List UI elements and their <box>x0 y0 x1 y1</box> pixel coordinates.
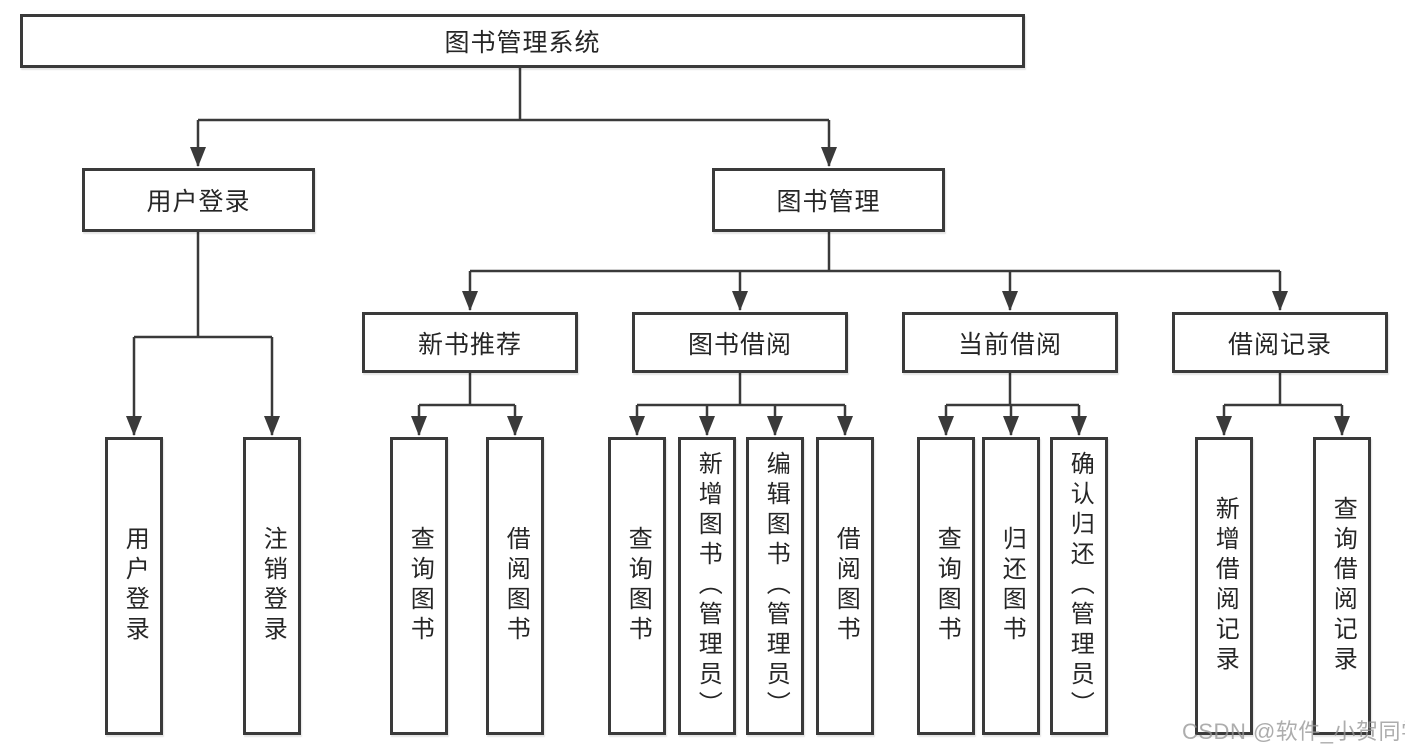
node-new-book-recommend-label: 新书推荐 <box>417 330 522 359</box>
node-user-login-label: 用户登录 <box>146 188 251 216</box>
leaf-add-books-admin: 新增图书（管理员） <box>678 437 736 735</box>
csdn-watermark: CSDN @软件_小贺同学 <box>1182 719 1405 744</box>
node-root-label: 图书管理系统 <box>444 29 601 57</box>
node-borrow-records: 借阅记录 <box>1172 312 1388 373</box>
node-book-borrow-label: 图书借阅 <box>687 330 792 359</box>
leaf-label: 确认归还（管理员） <box>1066 451 1094 721</box>
connector-trunks <box>134 68 1342 407</box>
leaf-query-books-2: 查询图书 <box>608 437 666 735</box>
leaf-user-login: 用户登录 <box>105 437 163 735</box>
leaf-query-borrow-record: 查询借阅记录 <box>1313 437 1371 735</box>
leaf-label: 查询借阅记录 <box>1329 496 1357 676</box>
node-current-borrow-label: 当前借阅 <box>957 330 1062 359</box>
leaf-label: 注销登录 <box>259 526 287 646</box>
leaf-label: 归还图书 <box>998 526 1026 646</box>
leaf-label: 借阅图书 <box>502 526 530 646</box>
node-book-borrow: 图书借阅 <box>632 312 848 373</box>
leaf-label: 查询图书 <box>406 526 434 646</box>
leaf-confirm-return-admin: 确认归还（管理员） <box>1050 437 1108 735</box>
leaf-add-borrow-record: 新增借阅记录 <box>1195 437 1253 735</box>
node-root: 图书管理系统 <box>20 14 1025 68</box>
leaf-query-books-3: 查询图书 <box>917 437 975 735</box>
leaf-borrow-books-1: 借阅图书 <box>486 437 544 735</box>
leaf-label: 编辑图书（管理员） <box>762 451 790 721</box>
leaf-borrow-books-2: 借阅图书 <box>816 437 874 735</box>
node-user-login: 用户登录 <box>82 168 315 232</box>
leaf-label: 借阅图书 <box>832 526 860 646</box>
leaf-return-books: 归还图书 <box>982 437 1040 735</box>
node-new-book-recommend: 新书推荐 <box>362 312 578 373</box>
node-book-management: 图书管理 <box>712 168 945 232</box>
leaf-query-books-1: 查询图书 <box>390 437 448 735</box>
leaf-label: 查询图书 <box>624 526 652 646</box>
leaf-label: 用户登录 <box>121 526 149 646</box>
leaf-label: 新增借阅记录 <box>1211 496 1239 676</box>
node-book-management-label: 图书管理 <box>776 188 881 216</box>
leaf-edit-books-admin: 编辑图书（管理员） <box>746 437 804 735</box>
leaf-label: 查询图书 <box>933 526 961 646</box>
node-borrow-records-label: 借阅记录 <box>1227 330 1332 359</box>
leaf-logout: 注销登录 <box>243 437 301 735</box>
node-current-borrow: 当前借阅 <box>902 312 1118 373</box>
leaf-label: 新增图书（管理员） <box>694 451 722 721</box>
